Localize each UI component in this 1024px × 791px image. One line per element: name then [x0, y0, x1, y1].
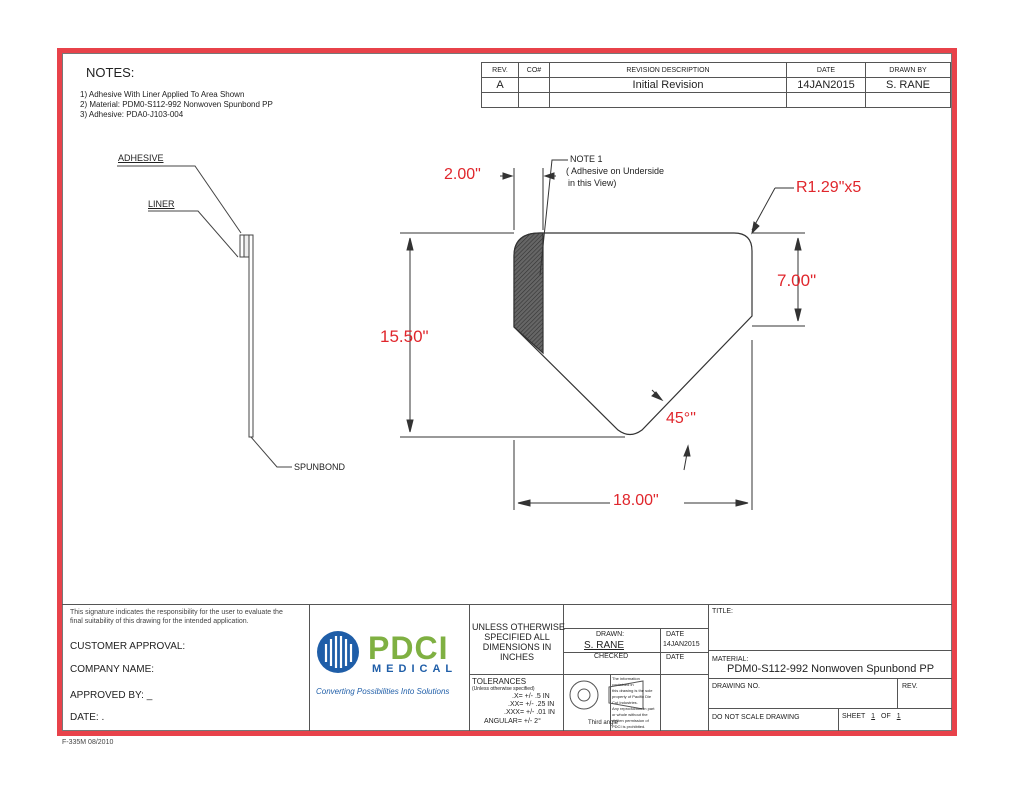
spunbond-label: SPUNBOND: [294, 462, 346, 472]
divider: [708, 678, 952, 679]
date-drawn-label: DATE: [666, 631, 685, 638]
date-value: 14JAN2015: [786, 77, 866, 93]
date-drawn-value: 14JAN2015: [663, 641, 700, 648]
note-item: 2) Material: PDM0-S112-992 Nonwoven Spun…: [80, 100, 273, 109]
tolerance-row: ANGULAR= +/- 2°: [484, 718, 541, 725]
adhesive-label: ADHESIVE: [118, 153, 164, 163]
unless-text: INCHES: [499, 652, 534, 662]
rev-label: REV.: [902, 683, 918, 690]
note1-text: in this View): [568, 178, 617, 188]
form-id: F-335M 08/2010: [62, 739, 114, 746]
drawing-border: [57, 48, 957, 736]
logo-tagline: Converting Possibilities Into Solutions: [316, 687, 450, 696]
drawing-no-label: DRAWING NO.: [712, 683, 760, 690]
unless-text: DIMENSIONS IN: [482, 642, 552, 652]
approved-by-label: APPROVED BY: _: [70, 690, 153, 701]
revision-table: REV. CO# REVISION DESCRIPTION DATE DRAWN…: [481, 62, 951, 108]
divider: [708, 650, 952, 651]
third-angle-icon: [569, 680, 644, 710]
title-label: TITLE:: [712, 608, 734, 615]
side-view: [117, 165, 292, 468]
divider: [563, 604, 564, 731]
unless-text: UNLESS OTHERWISE: [472, 622, 565, 632]
checked-label: CHECKED: [594, 653, 629, 660]
drawn-label: DRAWN:: [596, 631, 625, 638]
divider: [469, 604, 470, 731]
note1-label: NOTE 1: [570, 154, 603, 164]
divider: [563, 628, 708, 629]
divider: [469, 674, 708, 675]
note1-text: ( Adhesive on Underside: [566, 166, 665, 176]
logo-icon: [317, 631, 359, 673]
dim-angle: 45°": [666, 410, 696, 427]
date-checked-label: DATE: [666, 654, 685, 661]
customer-approval-label: CUSTOMER APPROVAL:: [70, 641, 186, 652]
tolerance-row: .XXX= +/- .01 IN: [504, 709, 555, 716]
no-scale-label: DO NOT SCALE DRAWING: [712, 714, 800, 721]
dim-radius: R1.29"x5: [796, 179, 862, 196]
drawn-value: S. RANE: [584, 640, 625, 651]
dim-height: 15.50": [380, 327, 429, 346]
tolerances-title: TOLERANCES: [472, 677, 527, 686]
divider: [610, 674, 611, 731]
disclaimer: final suitability of this drawing for th…: [70, 618, 249, 625]
note-item: 1) Adhesive With Liner Applied To Area S…: [80, 90, 245, 99]
note-item: 3) Adhesive: PDA0-J103-004: [80, 110, 184, 119]
material-label: MATERIAL:: [712, 656, 749, 663]
divider: [897, 678, 898, 708]
material-value: PDM0-S112-992 Nonwoven Spunbond PP: [727, 663, 935, 675]
tolerances-sub: (Unless otherwise specified): [472, 686, 535, 692]
dim-width: 18.00": [613, 492, 659, 509]
dim-top-width: 2.00": [444, 166, 481, 183]
part-outline: [513, 232, 753, 436]
logo-name: PDCI: [368, 630, 449, 666]
divider: [708, 604, 709, 731]
drawn-value: S. RANE: [865, 77, 951, 93]
disclaimer: This signature indicates the responsibil…: [70, 609, 283, 616]
title-block-top: [62, 604, 952, 605]
divider: [838, 708, 839, 731]
logo-sub: MEDICAL: [372, 663, 458, 675]
divider: [309, 604, 310, 731]
dim-side: 7.00": [777, 271, 817, 290]
unless-text: SPECIFIED ALL: [484, 632, 550, 642]
proprietary-note: The information contained in this drawin…: [612, 676, 655, 729]
company-name-label: COMPANY NAME:: [70, 664, 155, 675]
third-angle-label: Third angle: [588, 720, 619, 726]
divider: [660, 628, 661, 731]
divider: [708, 708, 952, 709]
drawing-inner-border: [62, 53, 952, 731]
date-label: DATE: .: [70, 712, 105, 723]
tolerance-row: .X= +/- .5 IN: [512, 693, 550, 700]
divider: [563, 652, 708, 653]
sheet-label: SHEET 1 OF 1: [842, 713, 901, 720]
notes-heading: NOTES:: [86, 65, 135, 80]
dimension-lines: [400, 159, 805, 510]
liner-label: LINER: [148, 199, 175, 209]
tolerance-row: .XX= +/- .25 IN: [508, 701, 555, 708]
